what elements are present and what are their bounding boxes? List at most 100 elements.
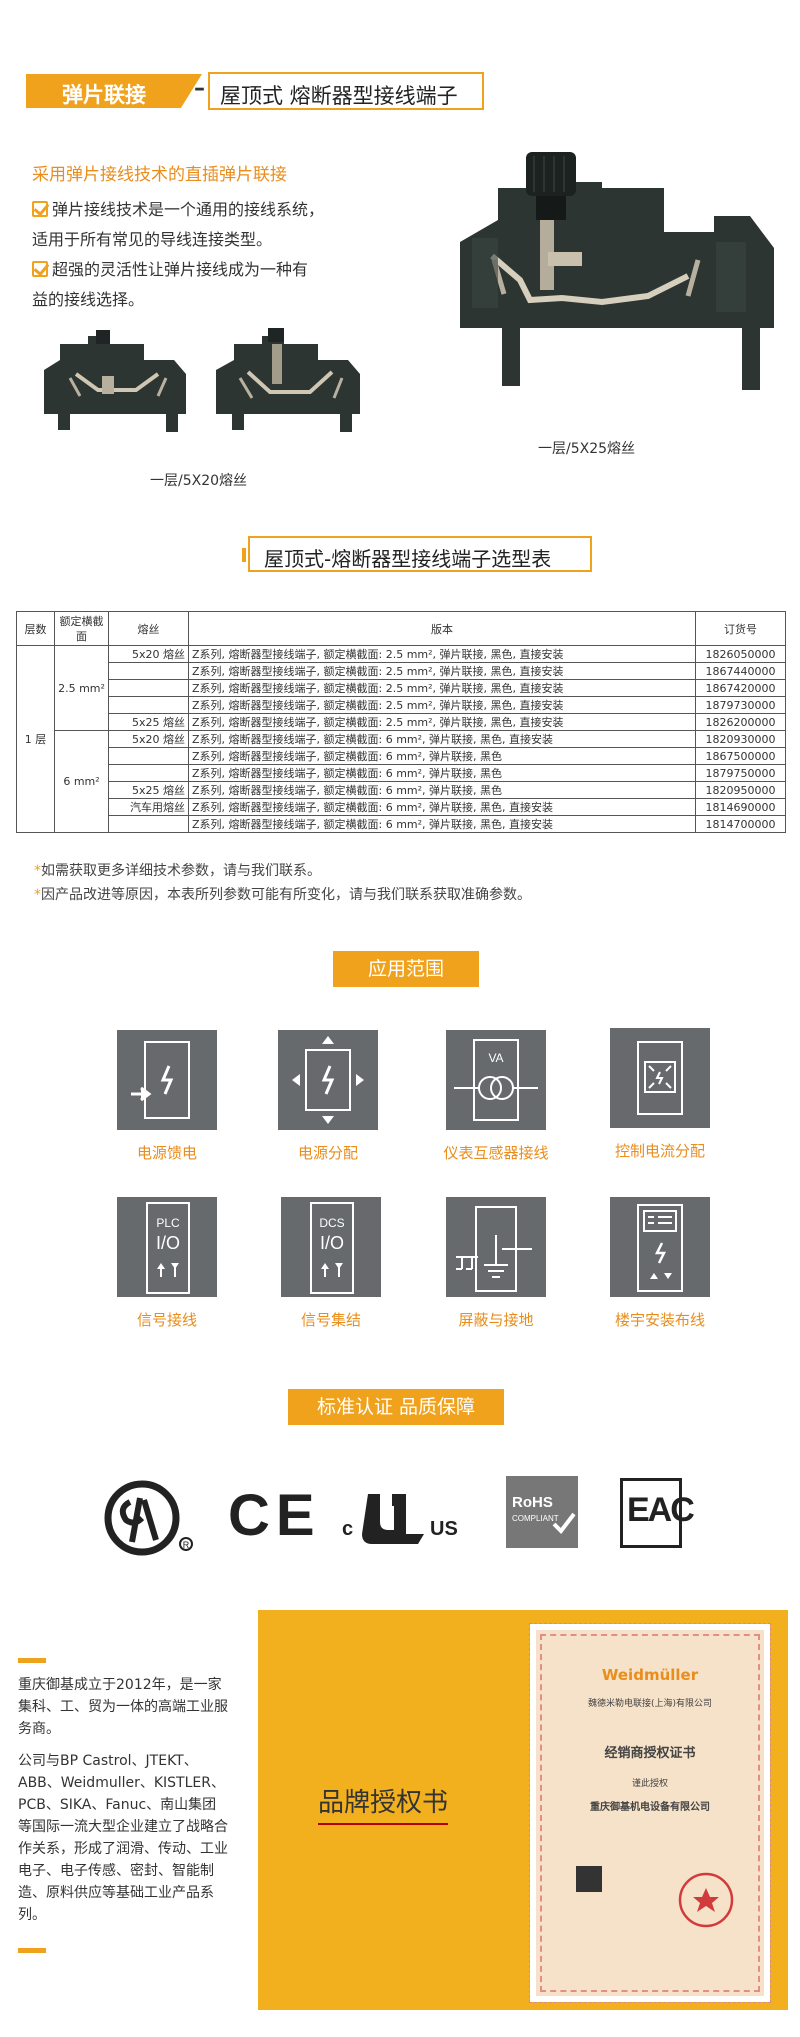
note-1-text: 如需获取更多详细技术参数，请与我们联系。 [41,863,321,879]
col-order: 订货号 [695,611,786,646]
cell-order: 1867500000 [695,747,786,765]
cell-order: 1879730000 [695,696,786,714]
checkbox-icon [32,201,48,217]
table-row: 5x25 熔丝 Z系列, 熔断器型接线端子, 额定横截面: 6 mm², 弹片联… [17,781,786,799]
cell-order: 1826200000 [695,713,786,731]
eac-text: EAC [627,1491,695,1529]
cell-fuse [108,679,189,697]
building-icon [610,1197,710,1297]
cell-order: 1820930000 [695,730,786,748]
io-text: I/O [320,1233,344,1253]
footer-bar-top [18,1658,46,1663]
selection-table: 层数 额定横截面 熔丝 版本 订货号 1 层 2.5 mm² 5x20 熔丝 Z… [16,611,786,833]
rohs-sub-text: COMPLIANT [512,1514,559,1523]
header-tag-text: 弹片联接 [62,83,146,107]
rohs-logo-icon: RoHS COMPLIANT [506,1476,578,1548]
header-title-text: 屋顶式 熔断器型接线端子 [220,84,458,108]
intro-line-4: 益的接线选择。 [32,290,145,309]
cell-order: 1867440000 [695,662,786,680]
cell-version: Z系列, 熔断器型接线端子, 额定横截面: 2.5 mm², 弹片联接, 黑色,… [188,713,696,731]
intro-line-2: 适用于所有常见的导线连接类型。 [32,230,273,249]
cell-fuse: 汽车用熔丝 [108,798,189,816]
header-tag: 弹片联接 [26,74,202,108]
certificate-title: 经销商授权证书 [604,1746,696,1761]
app-label: 信号接线 [136,1311,197,1329]
header-dash: – [194,76,205,101]
cell-order: 1879750000 [695,764,786,782]
cell-fuse: 5x20 熔丝 [108,645,189,663]
table-row: 6 mm² 5x20 熔丝 Z系列, 熔断器型接线端子, 额定横截面: 6 mm… [17,730,786,833]
va-text: VA [488,1051,503,1065]
control-current-icon [610,1028,710,1128]
cell-fuse [108,815,189,833]
star-icon: * [34,863,41,879]
power-distribution-icon [278,1030,378,1130]
ce-logo-icon: CE [228,1483,321,1548]
certificate-sub: 谨此授权 [631,1779,668,1789]
section-header: 弹片联接 – 屋顶式 熔断器型接线端子 [26,72,484,110]
table-row: Z系列, 熔断器型接线端子, 额定横截面: 6 mm², 弹片联接, 黑色 18… [17,747,786,765]
cell-order: 1826050000 [695,645,786,663]
app-label: 电源分配 [297,1144,358,1162]
rohs-text: RoHS [512,1494,553,1511]
ul-us-text: US [430,1518,458,1540]
power-feed-icon [117,1030,217,1130]
ul-c-text: c [342,1518,354,1540]
cell-version: Z系列, 熔断器型接线端子, 额定横截面: 2.5 mm², 弹片联接, 黑色,… [188,679,696,697]
dcs-text: DCS [319,1216,344,1230]
certificate-brand: Weidmüller [601,1666,699,1684]
cell-fuse: 5x20 熔丝 [108,730,189,748]
cell-fuse: 5x25 熔丝 [108,713,189,731]
checkbox-icon [32,261,48,277]
cell-order: 1814700000 [695,815,786,833]
table-header-row: 层数 额定横截面 熔丝 版本 订货号 [16,611,786,646]
cell-fuse [108,662,189,680]
product-image-large [460,152,774,390]
app-label: 屏蔽与接地 [458,1311,534,1329]
col-fuse: 熔丝 [108,611,189,646]
cell-fuse [108,747,189,765]
table-title-text: 屋顶式-熔断器型接线端子选型表 [264,547,552,571]
star-icon: * [34,887,41,903]
cell-section: 2.5 mm² [54,645,109,731]
table-row: Z系列, 熔断器型接线端子, 额定横截面: 6 mm², 弹片联接, 黑色, 直… [17,815,786,833]
svg-text:R: R [183,1540,190,1550]
table-title: 屋顶式-熔断器型接线端子选型表 [242,536,592,572]
app-label: 仪表互感器接线 [443,1144,549,1162]
cell-version: Z系列, 熔断器型接线端子, 额定横截面: 2.5 mm², 弹片联接, 黑色,… [188,645,696,663]
col-layer: 层数 [16,611,55,646]
authorization-panel: 品牌授权书 Weidmüller 魏德米勒电联接(上海)有限公司 经销商授权证书… [258,1610,788,2010]
header-title: 屋顶式 熔断器型接线端子 [208,72,484,110]
transformer-icon: VA [446,1030,546,1130]
table-row: Z系列, 熔断器型接线端子, 额定横截面: 2.5 mm², 弹片联接, 黑色,… [17,696,786,714]
product-image-small-2 [216,328,360,432]
cell-version: Z系列, 熔断器型接线端子, 额定横截面: 2.5 mm², 弹片联接, 黑色,… [188,662,696,680]
apps-banner: 应用范围 [333,951,479,987]
app-label: 楼宇安装布线 [614,1311,705,1329]
caption-small: 一层/5X20熔丝 [150,473,248,489]
footer-intro: 重庆御基成立于2012年，是一家集科、工、贸为一体的高端工业服务商。 [18,1677,228,1737]
qr-code-icon [576,1866,602,1892]
app-label: 电源馈电 [136,1144,197,1162]
eac-logo-icon: EAC [620,1478,695,1548]
table-row: 5x25 熔丝 Z系列, 熔断器型接线端子, 额定横截面: 2.5 mm², 弹… [17,713,786,731]
note-2: *因产品改进等原因，本表所列参数可能有所变化，请与我们联系获取准确参数。 [34,884,531,904]
cell-version: Z系列, 熔断器型接线端子, 额定横截面: 6 mm², 弹片联接, 黑色, 直… [188,815,696,833]
certificate-border [540,1634,760,1992]
note-1: *如需获取更多详细技术参数，请与我们联系。 [34,860,321,880]
certs-banner: 标准认证 品质保障 [288,1389,504,1425]
cell-fuse [108,764,189,782]
io-text: I/O [156,1233,180,1253]
app-label: 控制电流分配 [614,1142,705,1160]
cell-order: 1820950000 [695,781,786,799]
cell-layer: 1 层 [16,645,55,833]
cell-version: Z系列, 熔断器型接线端子, 额定横截面: 6 mm², 弹片联接, 黑色 [188,781,696,799]
authorization-certificate: Weidmüller 魏德米勒电联接(上海)有限公司 经销商授权证书 谨此授权 … [529,1623,771,2003]
authorization-title: 品牌授权书 [318,1782,449,1825]
cell-section: 6 mm² [54,730,109,833]
dcs-icon: DCS I/O [281,1197,381,1297]
cell-version: Z系列, 熔断器型接线端子, 额定横截面: 2.5 mm², 弹片联接, 黑色,… [188,696,696,714]
seal-stamp-icon [678,1872,734,1928]
table-row: Z系列, 熔断器型接线端子, 额定横截面: 2.5 mm², 弹片联接, 黑色,… [17,679,786,697]
